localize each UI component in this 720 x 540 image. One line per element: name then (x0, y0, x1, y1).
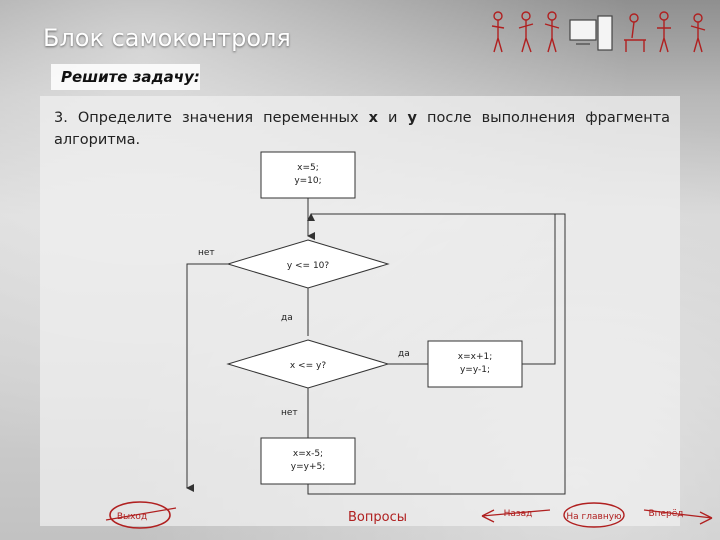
cond1-text: y <= 10? (287, 261, 330, 271)
init-line2: y=10; (294, 176, 321, 186)
init-line1: x=5; (297, 163, 319, 173)
cond1-yes-label: да (281, 313, 293, 323)
home-label: На главную (566, 512, 622, 522)
no-line2: y=y+5; (291, 462, 326, 472)
init-block (261, 152, 355, 198)
exit-label: Выход (117, 512, 147, 522)
exit-button[interactable]: Выход (106, 502, 176, 528)
flow-line-cond1-no (187, 264, 228, 488)
cond2-no-label: нет (281, 408, 298, 418)
cond2-yes-label: да (398, 349, 410, 359)
back-button[interactable]: Назад (482, 509, 550, 522)
no-line1: x=x-5; (293, 449, 323, 459)
no-block (261, 438, 355, 484)
yes-line1: x=x+1; (458, 352, 493, 362)
forward-button[interactable]: Вперёд (644, 509, 712, 524)
back-label: Назад (504, 509, 533, 519)
home-button[interactable]: На главную (564, 503, 624, 527)
questions-link[interactable]: Вопросы (348, 510, 407, 525)
yes-line2: y=y-1; (460, 365, 490, 375)
yes-block (428, 341, 522, 387)
cond1-no-label: нет (198, 248, 215, 258)
cond2-text: x <= y? (290, 361, 326, 371)
forward-label: Вперёд (648, 509, 683, 519)
